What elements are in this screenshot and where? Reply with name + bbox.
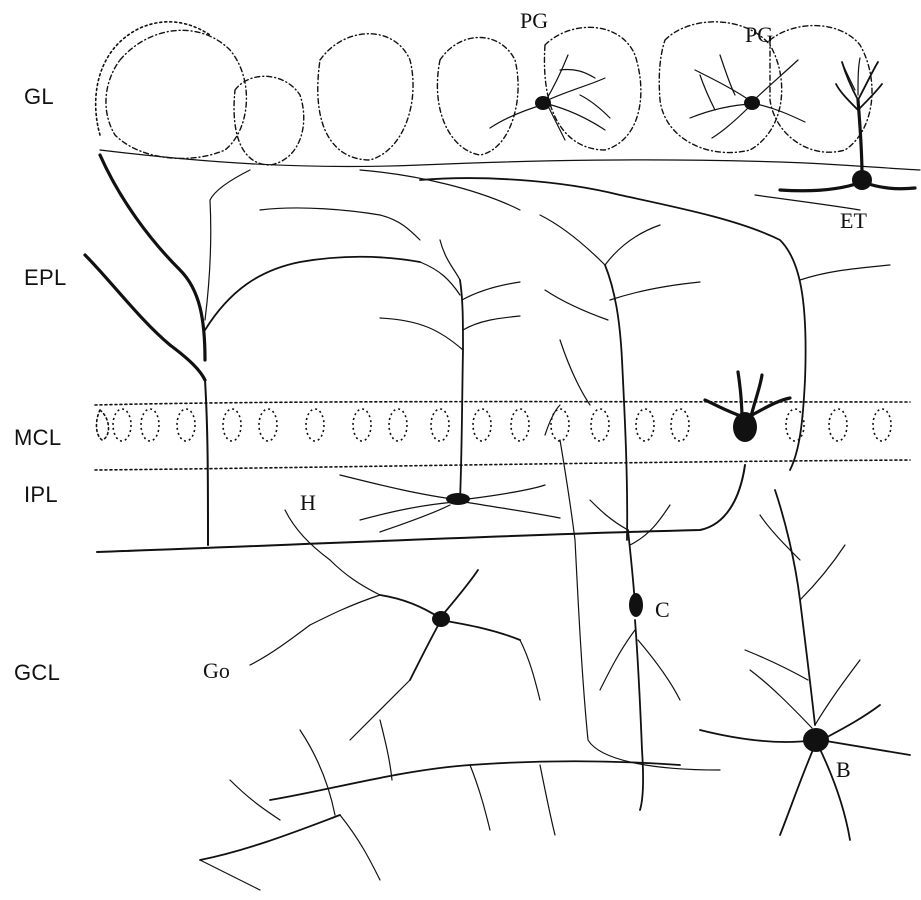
cell-label-et: ET: [840, 208, 867, 234]
external-tufted-cell: [780, 58, 915, 191]
mitral-cell-layer-outlines: [95, 402, 910, 441]
cell-label-b: B: [836, 757, 851, 783]
cell-label-pg-2: PG: [745, 22, 773, 48]
deep-short-axon-cell-b: [700, 490, 910, 840]
mitral-cell: [705, 372, 790, 442]
periglomerular-cell-1: [490, 55, 610, 140]
layer-label-gl: GL: [24, 84, 54, 110]
cell-label-c: C: [655, 597, 670, 623]
horizontal-cell: [340, 240, 560, 532]
cell-label-h: H: [300, 490, 316, 516]
ipl-boundary: [95, 460, 910, 470]
mitral-axon: [97, 465, 745, 552]
layer-label-mcl: MCL: [14, 425, 61, 451]
gcl-network: [200, 720, 680, 890]
cell-label-pg-1: PG: [520, 8, 548, 34]
epl-dendrites: [205, 170, 890, 470]
center-dendrite-tree: [540, 215, 720, 770]
left-branching-process: [85, 155, 250, 545]
layer-label-epl: EPL: [24, 265, 66, 291]
layer-label-gcl: GCL: [14, 660, 60, 686]
periglomerular-cell-2: [690, 55, 805, 138]
gl-boundary: [100, 150, 920, 170]
cell-label-go: Go: [203, 658, 230, 684]
layer-label-ipl: IPL: [24, 482, 58, 508]
